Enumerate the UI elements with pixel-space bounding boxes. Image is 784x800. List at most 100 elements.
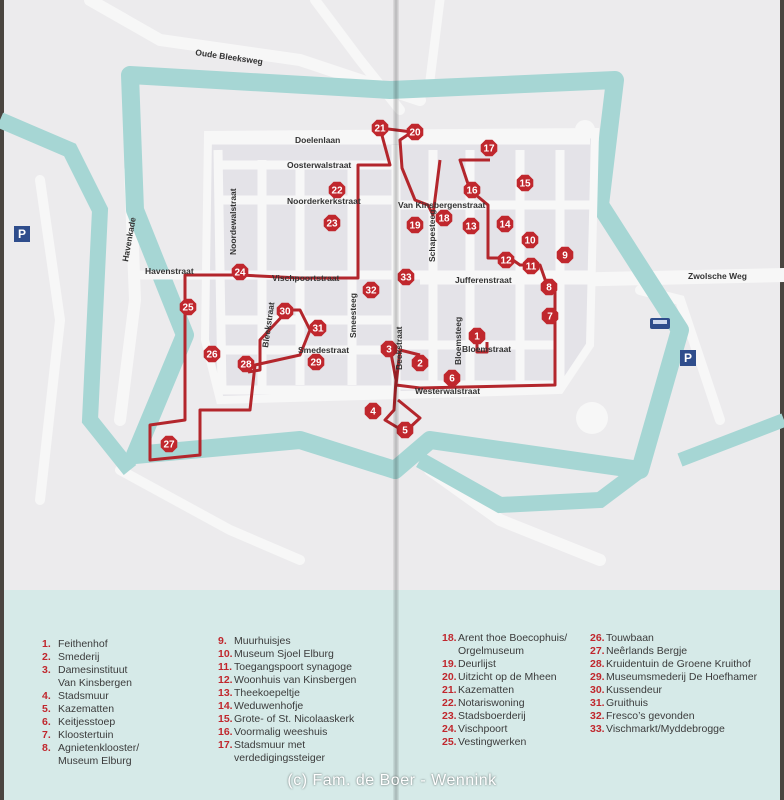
stop-marker-29	[307, 353, 325, 371]
road-west-edge	[35, 175, 66, 505]
stop-marker-1	[468, 327, 486, 345]
stop-number-11: 11	[526, 262, 537, 273]
street-label-bloemsteeg: Bloemsteeg	[453, 317, 463, 365]
stop-marker-5	[396, 421, 414, 439]
parking-icon-west: P	[14, 226, 30, 242]
road-south-west	[115, 465, 305, 565]
street-label-havenstraat: Havenstraat	[145, 266, 194, 276]
street-label-noorderkerkstraat: Noorderkerkstraat	[287, 196, 361, 206]
stop-marker-16	[463, 181, 481, 199]
stop-number-6: 6	[449, 374, 455, 385]
stop-number-4: 4	[370, 407, 376, 418]
stop-marker-26	[203, 345, 221, 363]
stop-number-23: 23	[326, 219, 338, 230]
parking-icon-east: P	[680, 350, 696, 366]
stop-marker-12	[497, 251, 515, 269]
street-label-westerwalstraat: Westerwalstraat	[415, 386, 480, 396]
bus-icon	[650, 318, 670, 329]
stop-marker-14	[496, 215, 514, 233]
street-label-zwolsche-weg: Zwolsche Weg	[688, 271, 747, 281]
street-label-noordewalstraat: Noordewalstraat	[228, 188, 238, 255]
stop-marker-6	[443, 369, 461, 387]
grid-noordewalstraat	[213, 149, 227, 391]
stop-number-21: 21	[374, 124, 386, 135]
street-label-van-kinsbergenstraat: Van Kinsbergenstraat	[398, 200, 486, 210]
stop-number-14: 14	[499, 220, 511, 231]
stop-number-24: 24	[234, 268, 246, 279]
stop-number-30: 30	[279, 307, 291, 318]
stop-number-9: 9	[562, 251, 568, 262]
stop-marker-28	[237, 355, 255, 373]
stop-marker-23	[323, 214, 341, 232]
stop-number-13: 13	[465, 222, 477, 233]
stop-marker-4	[364, 402, 382, 420]
stop-marker-20	[406, 123, 424, 141]
stop-number-22: 22	[331, 186, 343, 197]
stop-marker-7	[541, 307, 559, 325]
moat-branch-south	[416, 453, 645, 514]
stop-number-27: 27	[163, 440, 175, 451]
road-north-east	[425, 0, 445, 85]
stop-number-12: 12	[500, 256, 512, 267]
stop-marker-2	[411, 354, 429, 372]
paper-fold	[393, 0, 399, 800]
stop-marker-13	[462, 217, 480, 235]
stop-marker-11	[522, 257, 540, 275]
stop-number-26: 26	[206, 350, 218, 361]
street-label-smeesteeg: Smeesteeg	[348, 293, 358, 338]
stop-number-33: 33	[400, 273, 412, 284]
stop-marker-3	[380, 340, 398, 358]
stop-number-16: 16	[466, 186, 478, 197]
stop-number-29: 29	[310, 358, 322, 369]
stop-marker-10	[521, 231, 539, 249]
street-label-bloemstraat: Bloemstraat	[462, 344, 511, 354]
legend-background	[4, 590, 780, 800]
street-label-smedestraat: Smedestraat	[298, 345, 349, 355]
stop-marker-8	[540, 278, 558, 296]
stop-marker-32	[362, 281, 380, 299]
walking-route	[148, 126, 557, 462]
moat-branch-east	[677, 413, 784, 467]
stop-number-15: 15	[519, 179, 531, 190]
street-label-oosterwalstraat: Oosterwalstraat	[287, 160, 351, 170]
stop-number-31: 31	[312, 324, 324, 335]
stop-marker-22	[328, 181, 346, 199]
moat-branch-west	[0, 112, 137, 475]
stop-number-5: 5	[402, 426, 408, 437]
road-zwolsche-weg	[553, 268, 784, 287]
street-label-doelenlaan: Doelenlaan	[295, 135, 340, 145]
stop-number-2: 2	[417, 359, 423, 370]
stop-number-19: 19	[409, 221, 421, 232]
street-label-schapesteeg: Schapesteeg	[427, 210, 437, 262]
stop-number-10: 10	[524, 236, 536, 247]
circle-east	[576, 402, 608, 434]
stop-number-1: 1	[474, 332, 480, 343]
stop-marker-21	[371, 119, 389, 137]
stop-number-8: 8	[546, 283, 552, 294]
stop-number-17: 17	[483, 144, 495, 155]
stop-number-7: 7	[547, 312, 553, 323]
photo-credit: (c) Fam. de Boer - Wennink	[287, 772, 497, 789]
stop-marker-18	[435, 209, 453, 227]
stop-marker-15	[516, 174, 534, 192]
street-label-jufferenstraat: Jufferenstraat	[455, 275, 512, 285]
stop-marker-25	[179, 298, 197, 316]
stop-number-32: 32	[365, 286, 377, 297]
stop-marker-24	[231, 263, 249, 281]
stop-number-3: 3	[386, 345, 392, 356]
stop-number-20: 20	[409, 128, 421, 139]
stop-marker-30	[276, 302, 294, 320]
street-label-beekstraat: Beekstraat	[394, 326, 404, 370]
stop-number-25: 25	[182, 303, 194, 314]
stop-marker-17	[480, 139, 498, 157]
circle-north-east	[575, 120, 595, 140]
stop-number-18: 18	[438, 214, 450, 225]
stop-marker-33	[397, 268, 415, 286]
stop-number-28: 28	[240, 360, 252, 371]
street-label-vischpoortstraat: Vischpoortstraat	[272, 273, 340, 283]
stop-marker-31	[309, 319, 327, 337]
stop-marker-27	[160, 435, 178, 453]
stop-marker-19	[406, 216, 424, 234]
